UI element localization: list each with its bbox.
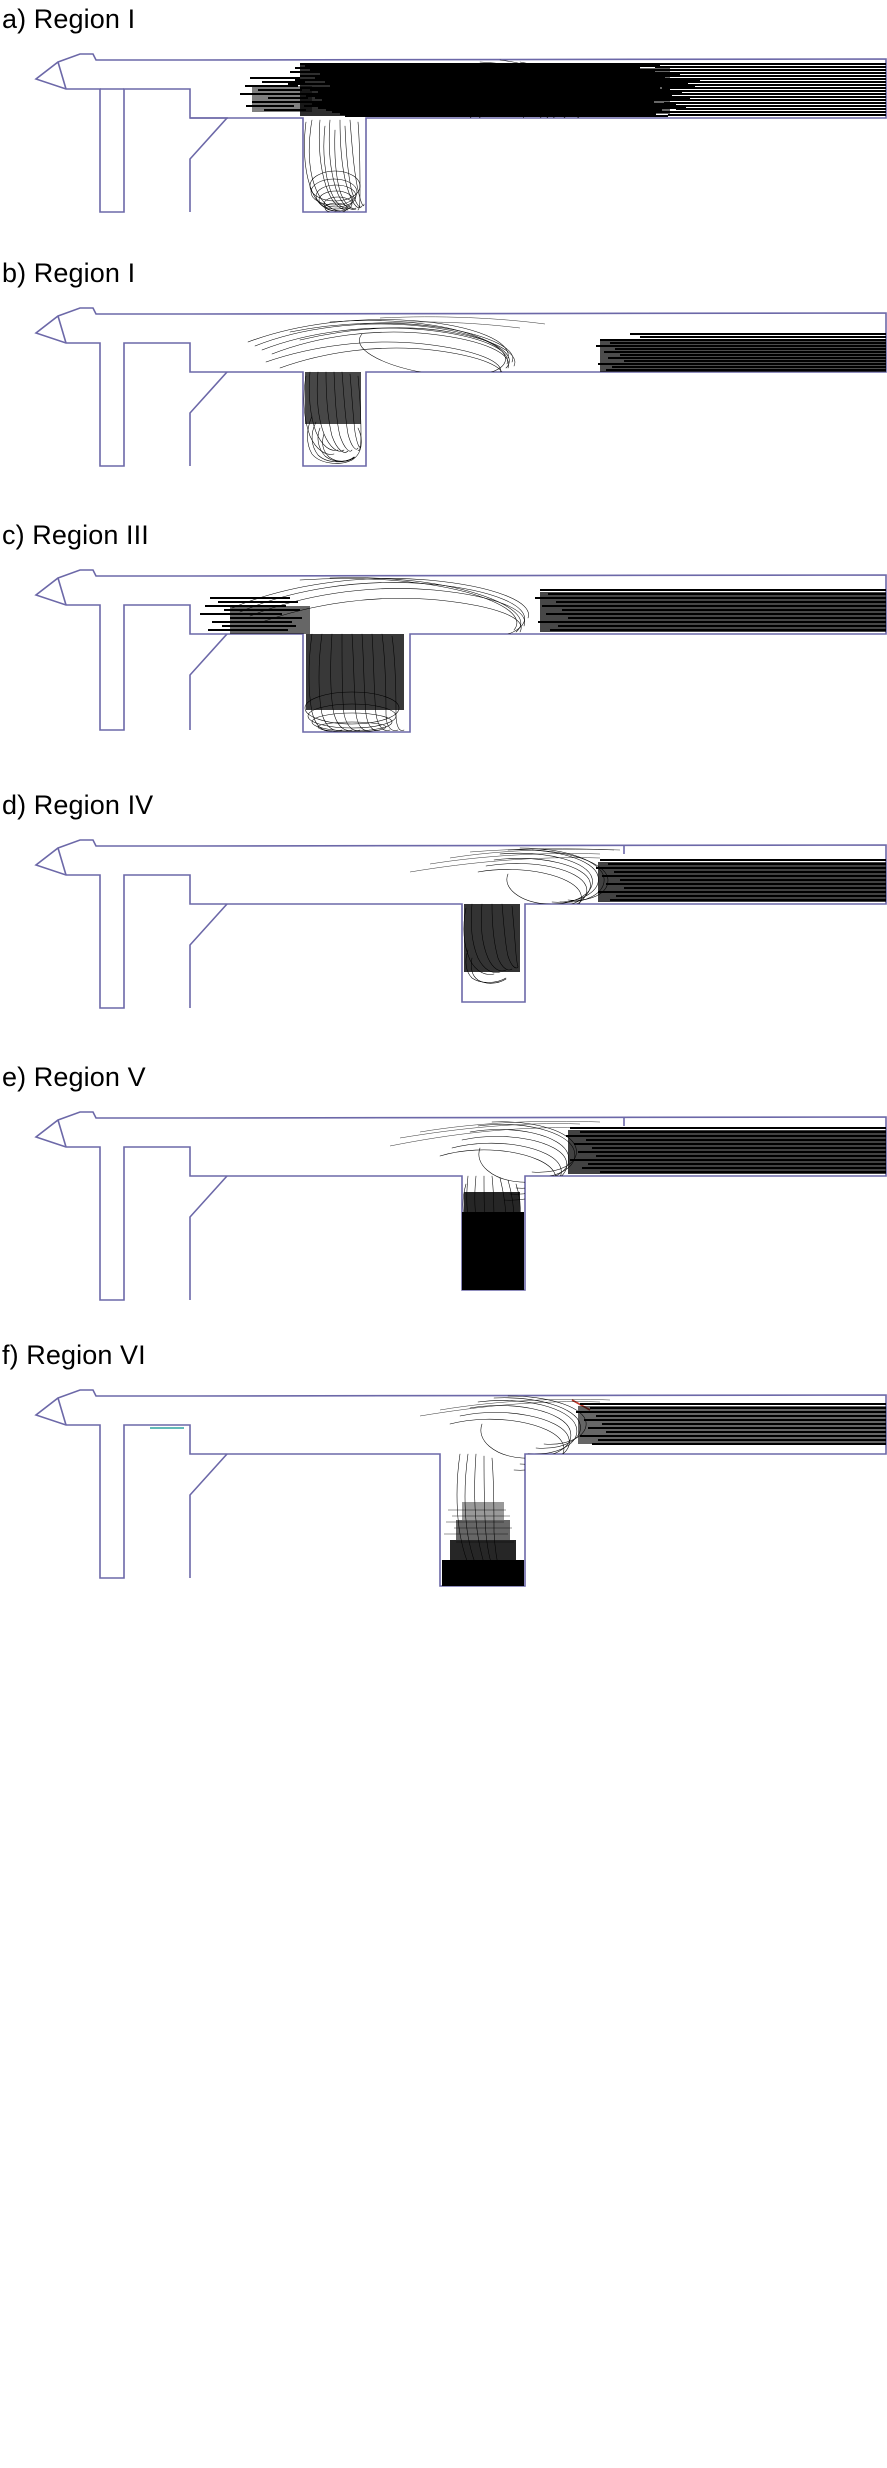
panel-a: a) Region I — [0, 0, 887, 248]
panel-e: e) Region V — [0, 1052, 887, 1330]
panel-a-throat-left — [57, 61, 67, 90]
panel-d-label: d) Region IV — [2, 790, 154, 820]
panel-c-label: c) Region III — [2, 520, 149, 550]
panel-a-plot — [0, 34, 887, 242]
panel-c-geometry-outline — [34, 569, 887, 733]
panel-d: d) Region IV — [0, 780, 887, 1052]
panel-c-svg — [34, 569, 887, 733]
panel-e-label: e) Region V — [2, 1062, 146, 1092]
panel-f-label: f) Region VI — [2, 1340, 146, 1370]
panel-f-geometry-outline — [34, 1389, 887, 1587]
panel-a-geometry-outline — [34, 53, 887, 213]
panel-e-ramp-line — [189, 1175, 228, 1300]
panel-f: f) Region VI — [0, 1330, 887, 1620]
panel-c-throat-left — [57, 577, 67, 606]
panel-c-trajectories — [200, 577, 886, 732]
panel-e-plot — [0, 1092, 887, 1326]
panel-e-trajectories — [389, 1121, 886, 1290]
panel-d-geometry-outline — [34, 839, 887, 1009]
panel-c-plot — [0, 550, 887, 776]
panel-e-svg — [34, 1111, 887, 1301]
panel-d-trajectories — [409, 847, 886, 984]
panel-b-throat-left — [57, 315, 67, 344]
panel-b-label: b) Region I — [2, 258, 136, 288]
panel-d-throat-left — [57, 847, 67, 876]
panel-b-ramp-line — [189, 371, 228, 466]
panel-d-ramp-line — [189, 903, 228, 1008]
panel-b-geometry-outline — [34, 307, 887, 467]
panel-f-trajectories — [419, 1395, 886, 1586]
panel-c: c) Region III — [0, 510, 887, 780]
panel-b-trajectories — [247, 316, 886, 464]
panel-a-trajectories — [240, 59, 886, 212]
panel-a-label: a) Region I — [2, 4, 136, 34]
panel-a-ramp-line — [189, 117, 228, 212]
panel-d-plot — [0, 820, 887, 1048]
panel-f-plot — [0, 1370, 887, 1616]
panel-a-svg — [34, 53, 887, 213]
panel-b-plot — [0, 288, 887, 506]
panel-c-ramp-line — [189, 633, 228, 730]
panel-e-throat-left — [57, 1119, 67, 1148]
panel-d-svg — [34, 839, 887, 1009]
panel-f-throat-left — [57, 1397, 67, 1426]
panel-b: b) Region I — [0, 248, 887, 510]
panel-f-ramp-line — [189, 1453, 228, 1578]
panel-b-svg — [34, 307, 887, 467]
panel-f-svg — [34, 1389, 887, 1587]
